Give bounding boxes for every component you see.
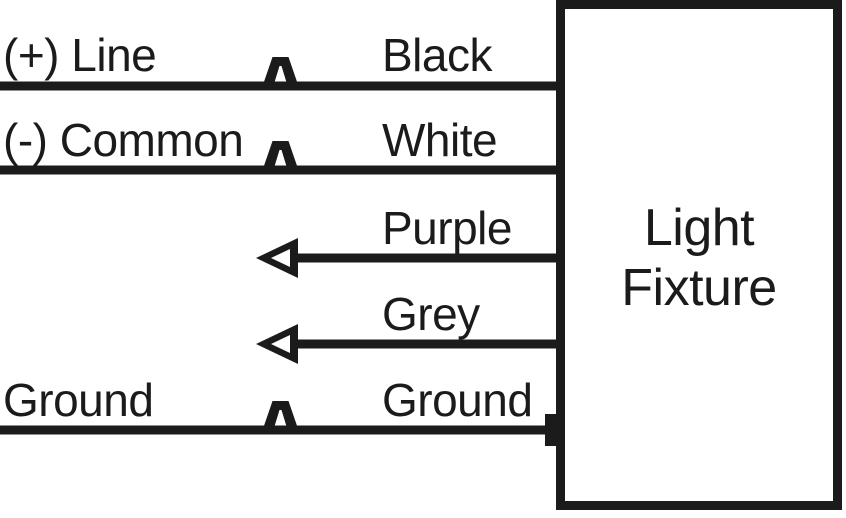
arrowhead-grey — [256, 324, 298, 364]
wire-fixture-label-white: White — [382, 114, 497, 166]
light-fixture-label-line2: Fixture — [621, 259, 776, 317]
wire-fixture-label-ground: Ground — [382, 374, 532, 426]
wire-line-black — [0, 81, 561, 91]
wire-fixture-label-black: Black — [382, 29, 493, 81]
wire-black: (+) Line Black — [0, 29, 561, 91]
wire-line-grey — [292, 339, 561, 349]
light-fixture: Light Fixture — [556, 0, 842, 510]
arrowhead-purple — [256, 238, 298, 278]
wire-fixture-label-grey: Grey — [382, 288, 480, 340]
wire-ground: Ground Ground — [0, 374, 563, 446]
wire-white: (-) Common White — [0, 114, 561, 175]
light-fixture-label-line1: Light — [644, 199, 755, 257]
wire-grey: Grey — [256, 288, 561, 364]
wire-fixture-label-purple: Purple — [382, 202, 512, 254]
wire-source-label-black: (+) Line — [3, 29, 156, 81]
splice-symbol-white — [261, 141, 300, 175]
wire-line-purple — [292, 253, 561, 263]
wire-line-ground — [0, 425, 561, 435]
wire-source-label-ground: Ground — [3, 374, 153, 426]
wire-purple: Purple — [256, 202, 561, 278]
splice-symbol-ground — [261, 401, 300, 435]
light-fixture-box — [556, 0, 842, 510]
wire-source-label-white: (-) Common — [3, 114, 243, 166]
wire-line-white — [0, 165, 561, 175]
splice-symbol-black — [261, 57, 300, 91]
